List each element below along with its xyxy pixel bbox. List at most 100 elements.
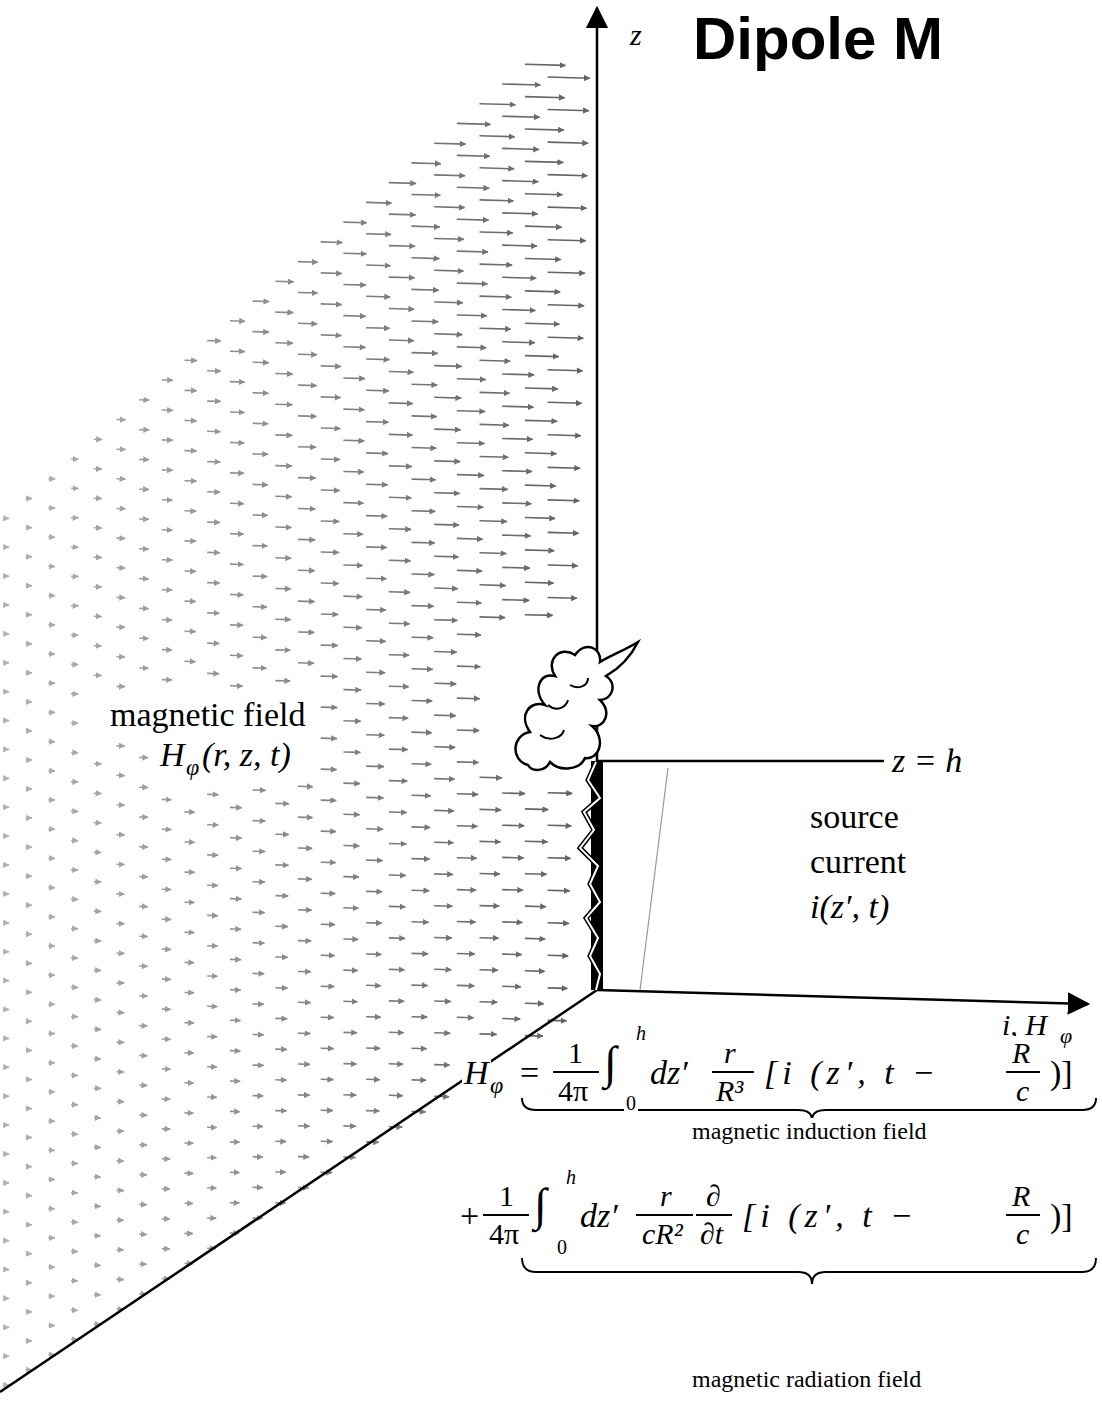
field-arrow: [185, 600, 196, 602]
field-arrow: [525, 161, 563, 162]
field-arrow: [366, 233, 391, 235]
field-arrow: [457, 857, 477, 859]
field-arrow: [3, 604, 9, 606]
field-arrow: [71, 986, 78, 988]
field-arrow: [343, 969, 357, 971]
field-arrow: [389, 748, 408, 750]
field-arrow: [366, 1016, 380, 1018]
field-arrow: [207, 915, 218, 917]
field-arrow: [207, 491, 220, 493]
field-arrow: [48, 1237, 54, 1239]
field-arrow: [48, 1062, 54, 1064]
field-arrow: [26, 933, 32, 935]
field-arrow: [366, 640, 385, 642]
field-arrow: [253, 392, 269, 394]
field-arrow: [3, 806, 9, 808]
math: [i (z′, t −: [740, 1197, 920, 1234]
math: ∂: [704, 1179, 723, 1212]
math: 0: [555, 1236, 569, 1258]
field-arrow: [480, 937, 499, 939]
field-arrow: [117, 597, 126, 599]
field-arrow: [185, 1022, 194, 1024]
field-arrow: [525, 549, 554, 551]
field-arrow: [434, 269, 463, 271]
field-arrow: [48, 945, 54, 947]
field-arrow: [162, 589, 172, 591]
field-arrow: [253, 667, 267, 669]
field-arrow: [434, 492, 459, 494]
field-arrow: [94, 1028, 101, 1030]
field-arrow: [71, 810, 78, 812]
field-arrow: [94, 969, 101, 971]
field-arrow: [389, 811, 407, 813]
field-arrow: [230, 1019, 241, 1021]
field-arrow: [94, 1235, 101, 1237]
field-arrow: [434, 524, 459, 526]
field-arrow: [366, 389, 389, 391]
field-arrow: [207, 854, 218, 856]
field-arrow: [139, 459, 149, 461]
field-arrow: [230, 1111, 240, 1113]
fraction-bars: [483, 1072, 1040, 1215]
field-arrow: [457, 346, 486, 348]
field-arrow: [207, 340, 221, 342]
field-arrow: [480, 263, 513, 265]
field-arrow: [185, 1203, 194, 1205]
field-arrow: [253, 1095, 264, 1097]
brace-label: magnetic induction field: [690, 1118, 929, 1144]
field-arrow: [71, 722, 78, 724]
field-arrow: [3, 546, 9, 548]
field-arrow: [457, 442, 485, 444]
field-arrow: [185, 359, 197, 361]
field-arrow: [457, 506, 484, 508]
field-arrow: [480, 456, 509, 458]
field-arrow: [480, 1033, 497, 1035]
field-arrow: [434, 238, 464, 240]
field-arrow: [230, 442, 244, 444]
field-arrow: [321, 365, 341, 367]
field-arrow: [94, 527, 102, 529]
field-arrow: [117, 656, 125, 658]
field-arrow: [548, 175, 588, 176]
field-arrow: [343, 502, 363, 504]
field-arrow: [253, 300, 270, 302]
field-arrow: [502, 599, 529, 601]
math: 1: [497, 1179, 516, 1212]
math: c: [1014, 1074, 1031, 1107]
field-arrow: [48, 741, 55, 743]
field-arrow: [3, 1298, 9, 1300]
field-arrow: [298, 539, 315, 541]
field-arrow: [298, 1001, 311, 1003]
field-arrow: [26, 875, 32, 877]
field-arrow: [26, 991, 32, 993]
field-arrow: [94, 556, 102, 558]
field-arrow: [162, 978, 171, 980]
field-arrow: [253, 331, 269, 333]
field-arrow: [253, 1034, 264, 1036]
field-arrow: [434, 1032, 450, 1034]
field-arrow: [366, 797, 383, 799]
field-arrow: [71, 928, 78, 930]
field-arrow: [343, 938, 358, 940]
field-arrow: [366, 483, 388, 485]
field-arrow: [185, 992, 195, 994]
field-arrow: [94, 792, 102, 794]
field-arrow: [230, 989, 241, 991]
field-arrow: [502, 792, 525, 794]
field-arrow: [321, 613, 339, 615]
field-arrow: [412, 447, 437, 449]
field-arrow: [48, 1295, 54, 1297]
field-arrow: [434, 333, 462, 335]
field-arrow: [26, 1340, 32, 1342]
field-arrow: [117, 1130, 124, 1132]
field-arrow: [389, 245, 415, 247]
field-arrow: [321, 1079, 334, 1081]
field-arrow: [94, 1146, 101, 1148]
field-arrow: [230, 959, 241, 961]
field-arrow: [117, 1012, 125, 1014]
field-arrow: [366, 202, 391, 204]
field-arrow: [71, 1192, 78, 1194]
field-arrow: [139, 1055, 147, 1057]
field-arrow: [457, 155, 490, 158]
field-arrow: [162, 409, 173, 411]
